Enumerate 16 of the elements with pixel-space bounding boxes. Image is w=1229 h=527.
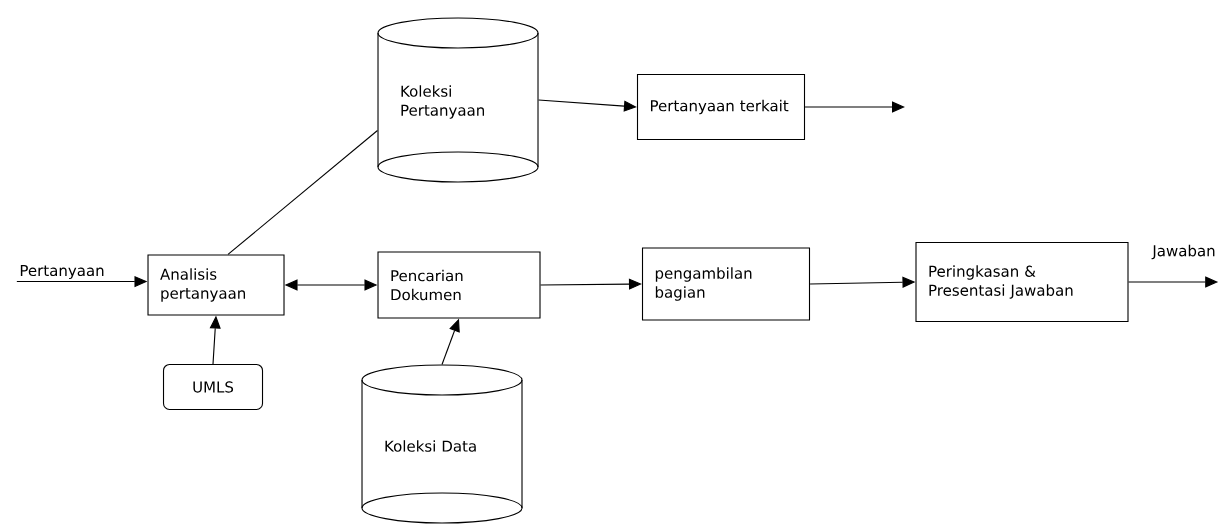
process-box: Peringkasan & Presentasi Jawaban bbox=[915, 241, 1129, 323]
database-cylinder: Koleksi Pertanyaan bbox=[377, 17, 539, 183]
output-label: Jawaban bbox=[1151, 244, 1215, 260]
arrow bbox=[538, 99, 637, 112]
process-box: Analisis pertanyaan bbox=[147, 254, 285, 316]
arrow bbox=[540, 278, 642, 290]
process-box: pengambilan bagian bbox=[641, 247, 811, 321]
node-label: Koleksi Pertanyaan bbox=[401, 85, 485, 119]
resource-box: UMLS bbox=[162, 363, 264, 411]
process-box: Pertanyaan terkait bbox=[636, 73, 806, 141]
node-label: Koleksi Data bbox=[385, 440, 476, 452]
arrow bbox=[804, 101, 905, 113]
database-cylinder: Koleksi Data bbox=[361, 364, 523, 524]
process-box: Pencarian Dokumen bbox=[377, 251, 541, 319]
connector-line bbox=[227, 130, 378, 255]
input-label: Pertanyaan bbox=[20, 264, 104, 279]
